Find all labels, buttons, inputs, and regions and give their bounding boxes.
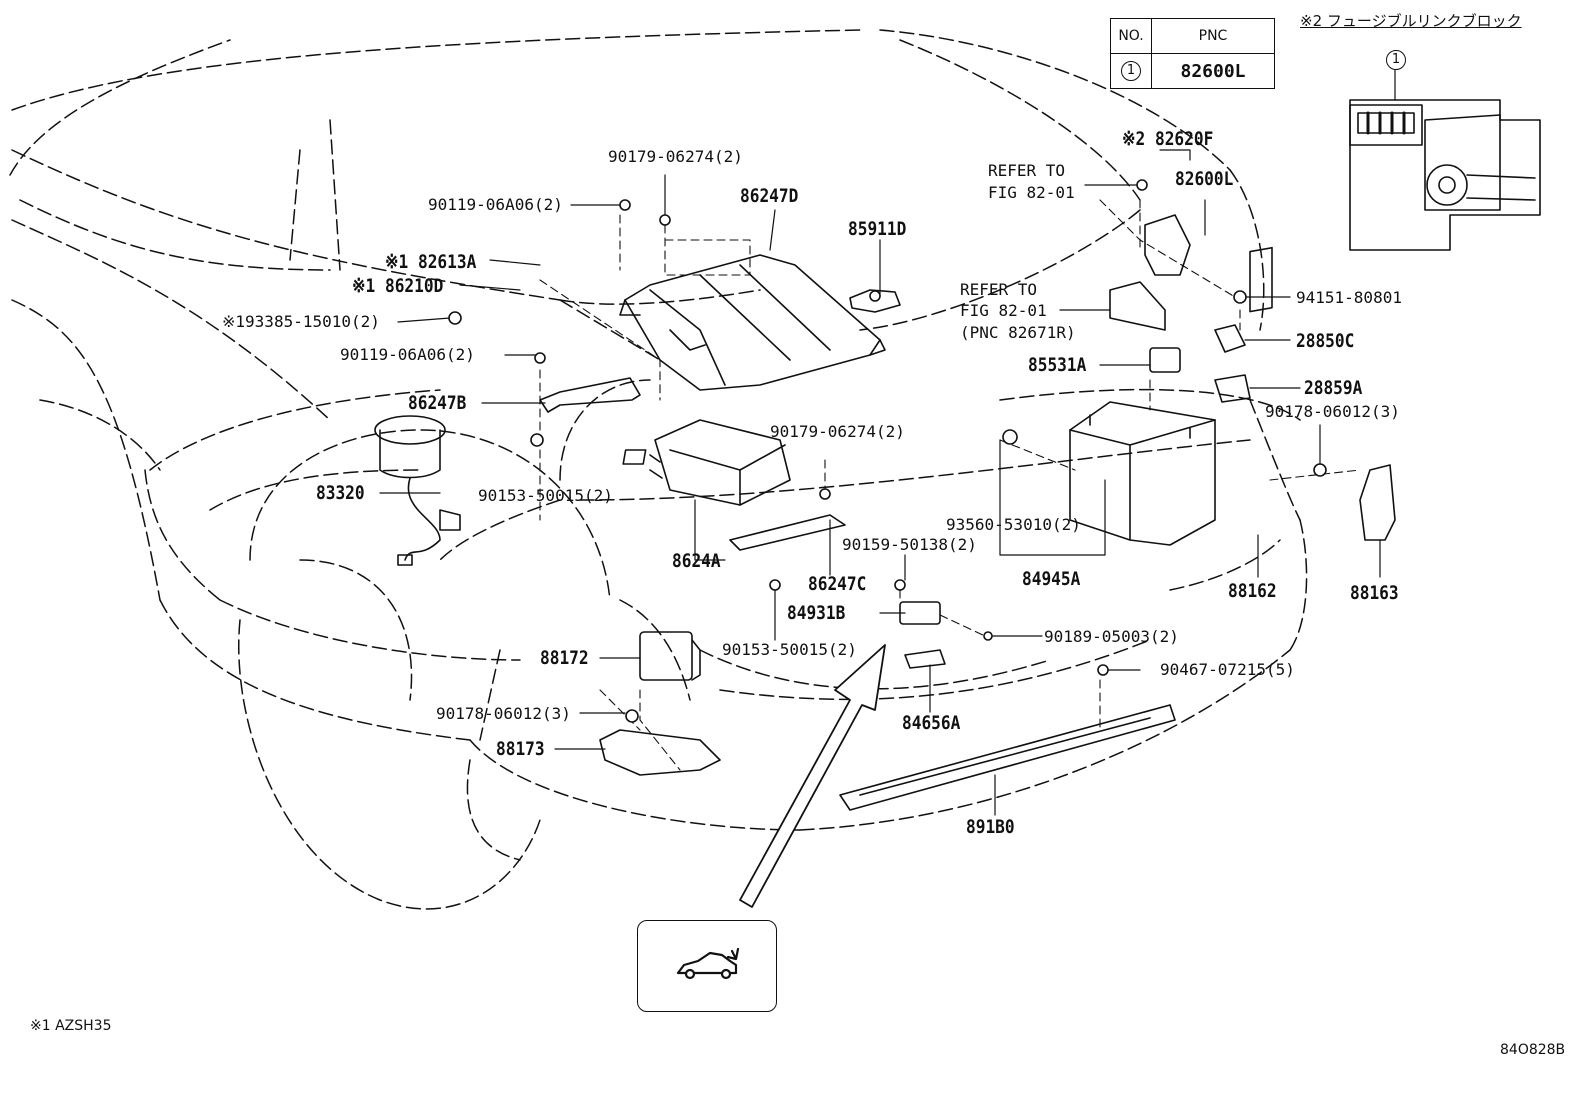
harness-891b0 <box>839 704 1176 811</box>
row-no-circle: 1 <box>1121 61 1141 81</box>
label-90153b[interactable]: 90153-50015(2) <box>722 640 857 659</box>
label-refer-to-1: REFER TO <box>988 161 1066 180</box>
footnote: ※1 AZSH35 <box>30 1018 112 1034</box>
assembly-guides <box>539 199 1361 771</box>
fastener-icons <box>448 179 1327 723</box>
label-90178a[interactable]: 90178-06012(3) <box>436 704 571 723</box>
harness-83320 <box>374 415 461 566</box>
row-no: 1 <box>1110 53 1152 89</box>
trunk-view-button[interactable] <box>637 920 777 1012</box>
label-28859a[interactable]: 28859A <box>1304 377 1363 399</box>
part-28850c <box>1214 324 1246 353</box>
table-header-row: NO. PNC <box>1110 18 1275 54</box>
label-88173[interactable]: 88173 <box>496 738 545 760</box>
part-88162 <box>1249 246 1273 313</box>
label-83320[interactable]: 83320 <box>316 482 365 504</box>
ecu-8624a <box>622 419 791 506</box>
part-84656a <box>904 649 946 669</box>
header-no: NO. <box>1110 18 1152 54</box>
label-84656a[interactable]: 84656A <box>902 712 961 734</box>
fuse-block-inset <box>1349 99 1541 251</box>
label-86247b[interactable]: 86247B <box>408 392 467 414</box>
label-82620f[interactable]: ※2 82620F <box>1122 128 1214 150</box>
label-891b0[interactable]: 891B0 <box>966 816 1015 838</box>
header-pnc: PNC <box>1151 18 1275 54</box>
label-90189[interactable]: 90189-05003(2) <box>1044 627 1179 646</box>
view-direction-arrow <box>739 644 886 908</box>
battery <box>1069 401 1216 546</box>
part-88163 <box>1359 464 1396 541</box>
refer-bracket-82671r <box>1109 281 1166 331</box>
part-85531a <box>1149 347 1181 373</box>
label-94151[interactable]: 94151-80801 <box>1296 288 1402 307</box>
row-pnc: 82600L <box>1151 53 1275 89</box>
leader-lines <box>379 69 1396 816</box>
label-90178b[interactable]: 90178-06012(3) <box>1265 402 1400 421</box>
bracket-88173 <box>599 729 721 776</box>
label-86247d[interactable]: 86247D <box>740 185 799 207</box>
fuse-block-callout-wrap: 1 <box>1386 50 1406 70</box>
part-84931b <box>899 601 941 625</box>
part-28859a <box>1214 374 1251 403</box>
part-82620f <box>1144 214 1191 276</box>
table-row: 1 82600L <box>1110 53 1275 89</box>
label-90119b[interactable]: 90119-06A06(2) <box>340 345 475 364</box>
fuse-block-callout: 1 <box>1386 50 1406 70</box>
label-85531a[interactable]: 85531A <box>1028 354 1087 376</box>
label-85911d[interactable]: 85911D <box>848 218 907 240</box>
label-90159[interactable]: 90159-50138(2) <box>842 535 977 554</box>
label-82613a[interactable]: ※1 82613A <box>385 251 477 273</box>
fuse-block-title: ※2 フュージブルリンクブロック <box>1300 12 1522 30</box>
label-93385[interactable]: ※193385-15010(2) <box>222 312 380 331</box>
label-90153a[interactable]: 90153-50015(2) <box>478 486 613 505</box>
cover-86247d <box>619 254 886 391</box>
label-8624a[interactable]: 8624A <box>672 550 721 572</box>
label-84945a[interactable]: 84945A <box>1022 568 1081 590</box>
car-body-outline <box>9 29 1308 910</box>
label-88162[interactable]: 88162 <box>1228 580 1277 602</box>
label-86247c[interactable]: 86247C <box>808 573 867 595</box>
label-28850c[interactable]: 28850C <box>1296 330 1355 352</box>
label-pnc-82671r: (PNC 82671R) <box>960 323 1076 342</box>
part-85911d <box>849 289 901 313</box>
label-84931b[interactable]: 84931B <box>787 602 846 624</box>
label-fig-82-01-1[interactable]: FIG 82-01 <box>988 183 1075 202</box>
bracket-86247c <box>729 514 846 551</box>
figure-code: 84O828B <box>1500 1042 1566 1058</box>
car-trunk-open-icon <box>676 947 740 980</box>
sensor-88172 <box>639 631 701 681</box>
label-fig-82-01-2[interactable]: FIG 82-01 <box>960 301 1047 320</box>
label-82600l[interactable]: 82600L <box>1175 168 1234 190</box>
label-93560[interactable]: 93560-53010(2) <box>946 515 1081 534</box>
bracket-86247b <box>539 377 641 413</box>
label-refer-to-2: REFER TO <box>960 280 1038 299</box>
pnc-table: NO. PNC 1 82600L <box>1110 18 1275 89</box>
label-88172[interactable]: 88172 <box>540 647 589 669</box>
label-88163[interactable]: 88163 <box>1350 582 1399 604</box>
label-90119a[interactable]: 90119-06A06(2) <box>428 195 563 214</box>
label-86210d[interactable]: ※1 86210D <box>352 275 444 297</box>
label-90179b[interactable]: 90179-06274(2) <box>770 422 905 441</box>
label-90179a[interactable]: 90179-06274(2) <box>608 147 743 166</box>
label-90467[interactable]: 90467-07215(5) <box>1160 660 1295 679</box>
